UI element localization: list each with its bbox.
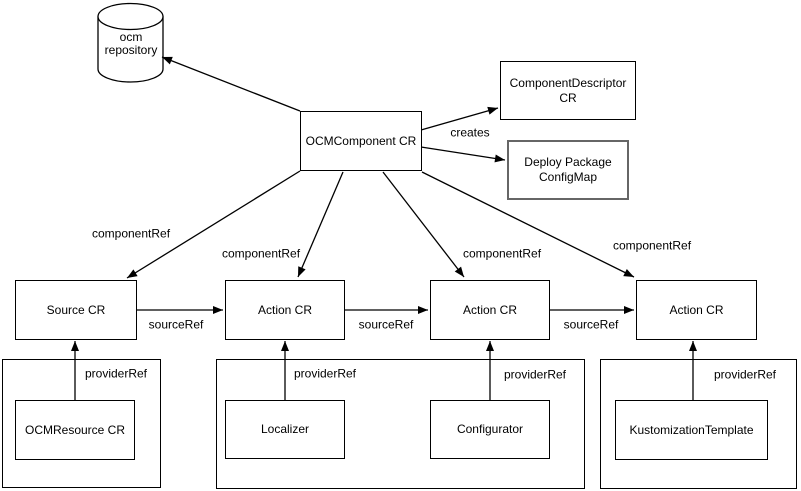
node-kustomization-template: KustomizationTemplate	[615, 400, 768, 460]
node-source-cr: Source CR	[15, 280, 137, 340]
edge-componentref-action-1	[297, 171, 344, 278]
edge-label-sourceref-1: sourceRef	[146, 317, 206, 332]
edge-label-providerref-2: providerRef	[291, 366, 359, 381]
edge-label-providerref-3: providerRef	[501, 367, 569, 382]
node-ocm-repository: ocm repository	[104, 30, 158, 57]
group-localizer-configurator	[216, 359, 585, 489]
node-component-descriptor-cr: ComponentDescriptor CR	[500, 61, 636, 120]
node-configurator: Configurator	[430, 400, 550, 459]
node-action-cr-1: Action CR	[225, 280, 345, 340]
edge-label-componentref-3: componentRef	[460, 246, 544, 261]
edge-label-componentref-2: componentRef	[219, 246, 303, 261]
node-deploy-package-configmap: Deploy Package ConfigMap	[507, 140, 629, 200]
node-action-cr-3: Action CR	[636, 280, 757, 340]
edge-label-creates: creates	[448, 125, 492, 140]
group-source-provider	[2, 359, 161, 488]
node-action-cr-2: Action CR	[430, 280, 550, 340]
edge-label-sourceref-3: sourceRef	[561, 317, 621, 332]
edge-label-componentref-4: componentRef	[610, 238, 694, 253]
edge-creates-deploy-package	[420, 146, 506, 163]
edge-label-sourceref-2: sourceRef	[356, 317, 416, 332]
edge-label-providerref-4: providerRef	[711, 367, 779, 382]
node-ocm-component-cr: OCMComponent CR	[300, 111, 422, 171]
edge-label-componentref-1: componentRef	[89, 226, 173, 241]
edge-componentref-source-cr	[126, 170, 301, 279]
node-ocm-resource-cr: OCMResource CR	[15, 400, 135, 460]
edge-componentref-action-2	[382, 171, 465, 278]
edge-to-ocm-repository	[161, 56, 301, 112]
node-localizer: Localizer	[225, 400, 345, 459]
edge-label-providerref-1: providerRef	[82, 366, 150, 381]
group-kustomization	[600, 359, 797, 489]
